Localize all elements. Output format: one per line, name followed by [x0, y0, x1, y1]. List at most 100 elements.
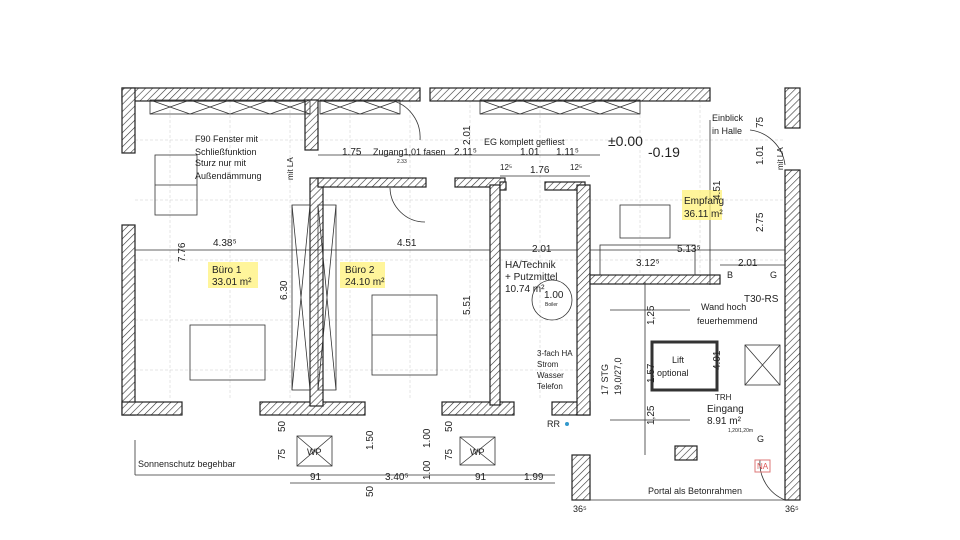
note-sonnenschutz: Sonnenschutz begehbar [138, 459, 236, 469]
level-1: -0.19 [648, 144, 680, 160]
room-area-eingang: 8.91 m² [707, 416, 742, 427]
dim: 5.51 [462, 295, 473, 315]
room-name-empfang: Empfang [684, 196, 724, 207]
note-ha-2: Strom [537, 360, 559, 369]
dim: 1.76 [530, 165, 550, 176]
stairs-dim: 19,0/27,0 [613, 357, 623, 395]
note-einblick-1: Einblick [712, 113, 744, 123]
note-ha-1: 3-fach HA [537, 349, 573, 358]
room-name-buero-2: Büro 2 [345, 265, 375, 276]
dim: 75 [277, 448, 288, 460]
dim: 5.13⁵ [677, 244, 701, 255]
note-zugang: Zugang1,01 fasen [373, 147, 446, 157]
dim: 12⁵ [500, 163, 512, 172]
dim: 1.01 [520, 147, 540, 158]
dim: 75 [444, 448, 455, 460]
dim: 1.75 [342, 147, 362, 158]
dim: 36⁵ [785, 504, 799, 514]
dim: 75 [755, 116, 766, 128]
room-area-buero-1: 33.01 m² [212, 277, 252, 288]
room-area-buero-2: 24.10 m² [345, 277, 385, 288]
highlight-buero-2 [340, 262, 385, 288]
dim: 4.51 [397, 238, 417, 249]
note-window-1: F90 Fenster mit [195, 134, 259, 144]
annotations: F90 Fenster mit Schließfunktion Sturz nu… [138, 113, 785, 496]
note-b: B [727, 270, 733, 280]
boiler-size: 1.00 [544, 290, 564, 301]
rr-marker-icon [565, 422, 569, 426]
room-name-technik: HA/Technik [505, 260, 557, 271]
room-name-eingang: Eingang [707, 404, 744, 415]
furniture [134, 99, 786, 501]
dim: 2.11⁵ [454, 147, 477, 158]
note-g: G [770, 270, 777, 280]
note-window-2: Schließfunktion [195, 147, 257, 157]
dim: 6.30 [279, 280, 290, 300]
note-mit-la-1: mit LA [286, 157, 295, 180]
boiler-label: Boiler [545, 302, 558, 308]
dim: 2.75 [755, 212, 766, 232]
walls [121, 87, 801, 501]
dim: 1,25 [646, 405, 657, 425]
room-labels: Büro 1 33.01 m² Büro 2 24.10 m² HA/Techn… [212, 196, 744, 427]
dim: 50 [365, 485, 376, 497]
note-ha-4: Telefon [537, 382, 563, 391]
note-mit-la-2: mit LA [776, 147, 785, 170]
highlight-empfang [682, 190, 722, 220]
dim: 3.40⁵ [385, 472, 409, 483]
wp-label-2: WP [470, 447, 485, 457]
dim: 1.00 [422, 460, 433, 480]
note-g-2: G [757, 434, 764, 444]
dim: 4.01 [712, 350, 723, 370]
dim: 12⁵ [570, 163, 582, 172]
dim: 1,25 [646, 305, 657, 325]
note-rr: RR [547, 419, 560, 429]
dim: 4.38⁵ [213, 238, 237, 249]
note-portal: Portal als Betonrahmen [648, 486, 742, 496]
dim: 4.51 [712, 180, 723, 200]
dim: 7.76 [177, 242, 188, 262]
note-wand-2: feuerhemmend [697, 316, 758, 326]
dim: 1.01 [755, 145, 766, 165]
lift-label-2: optional [657, 368, 689, 378]
note-ha-3: Wasser [537, 371, 564, 380]
na-box [754, 459, 771, 473]
wp-label-1: WP [307, 447, 322, 457]
highlight-buero-1 [208, 262, 258, 288]
room-name-technik-2: + Putzmittel [505, 272, 558, 283]
lift-label-1: Lift [672, 355, 685, 365]
dim: 1.11⁵ [556, 147, 579, 158]
dim: 1.50 [365, 430, 376, 450]
note-t30: T30-RS [744, 294, 779, 305]
dim: 1.00 [422, 428, 433, 448]
note-trh: TRH [715, 393, 732, 402]
dim: 2.01 [532, 244, 552, 255]
dim: 1.99 [524, 472, 544, 483]
shelving [149, 99, 641, 391]
dim: 2.33 [397, 159, 407, 165]
dimension-labels: 1.75 2.33 2.11⁵ 1.01 1.11⁵ 1.76 12⁵ 12⁵ … [177, 116, 799, 514]
dim: 91 [310, 472, 322, 483]
dim: 36⁵ [573, 504, 587, 514]
dim: 50 [277, 420, 288, 432]
note-na: NA [757, 462, 769, 471]
room-area-technik: 10.74 m² [505, 284, 545, 295]
dim: 1.57 [646, 363, 657, 383]
note-tiled: EG komplett gefliest [484, 137, 565, 147]
room-name-buero-1: Büro 1 [212, 265, 242, 276]
room-area-empfang: 36.11 m² [684, 209, 723, 220]
note-fluchtmass: 1,20/1,20m [728, 428, 753, 434]
dim: 91 [475, 472, 487, 483]
level-0: ±0.00 [608, 133, 643, 149]
note-window-3: Sturz nur mit [195, 158, 247, 168]
dim: 2.01 [738, 258, 758, 269]
note-window-4: Außendämmung [195, 171, 262, 181]
dim: 3.12⁵ [636, 258, 660, 269]
note-wand-1: Wand hoch [701, 302, 746, 312]
dim: 2.01 [462, 125, 473, 145]
dimension-lines [135, 120, 785, 484]
note-einblick-2: in Halle [712, 126, 742, 136]
dim: 50 [444, 420, 455, 432]
stairs-count: 17 STG [600, 364, 610, 395]
